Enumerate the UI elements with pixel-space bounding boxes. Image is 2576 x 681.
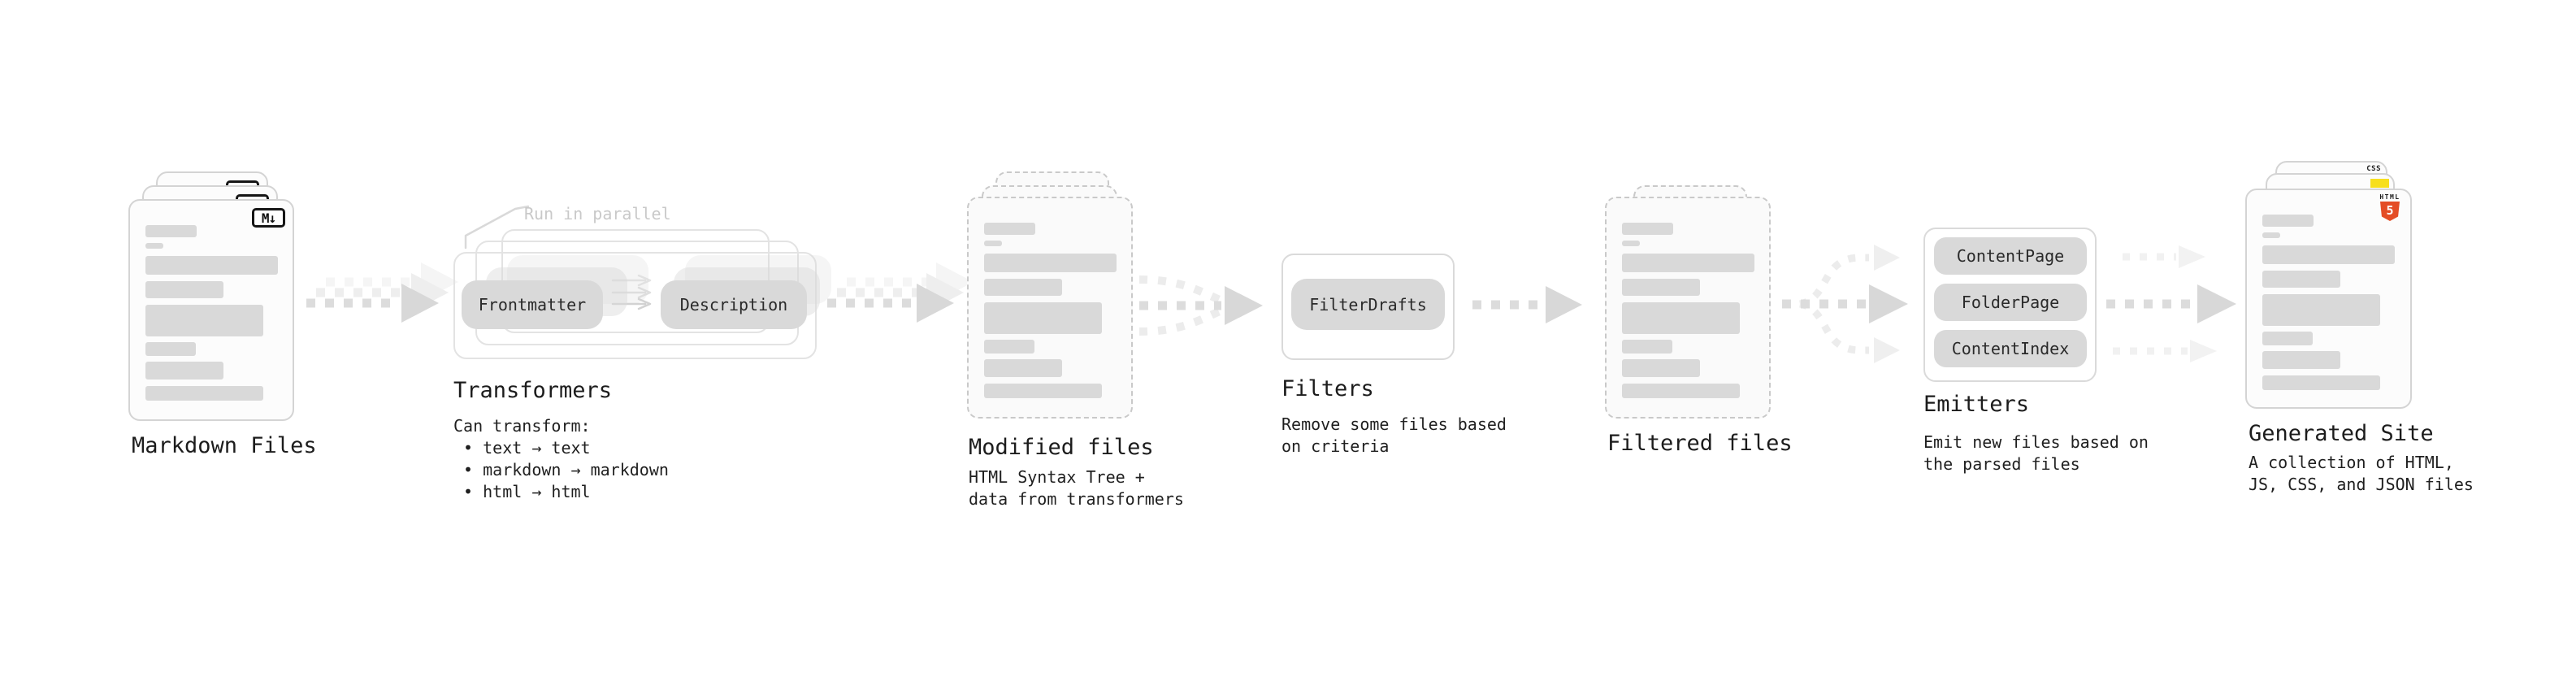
contentpage-pill: ContentPage xyxy=(1934,237,2087,275)
run-in-parallel-note: Run in parallel xyxy=(524,204,671,223)
stage-title-filters: Filters xyxy=(1281,376,1374,401)
placeholder-text-bar xyxy=(2262,245,2395,264)
generated-html-file-card: HTML 5 xyxy=(2245,189,2412,409)
placeholder-text-bar xyxy=(2262,215,2314,227)
arrow-emitters-to-generated xyxy=(2106,245,2236,362)
stage-title-markdown-files: Markdown Files xyxy=(132,433,317,458)
placeholder-text-bar xyxy=(1622,302,1740,334)
placeholder-text-bar xyxy=(145,281,223,298)
arrow-modified-to-filters xyxy=(1138,275,1263,336)
placeholder-text-bar xyxy=(984,241,1002,246)
markdown-file-card-front: M↓ xyxy=(128,199,294,421)
placeholder-text-bar xyxy=(2262,294,2380,326)
stage-title-generated-site: Generated Site xyxy=(2249,421,2434,446)
arrow-markdown-to-transformers xyxy=(306,262,458,323)
placeholder-text-bar xyxy=(2262,351,2340,369)
placeholder-text-bar xyxy=(1622,279,1700,296)
placeholder-text-bar xyxy=(1622,241,1640,246)
placeholder-text-bar xyxy=(984,384,1102,398)
placeholder-text-bar xyxy=(984,302,1102,334)
filters-description: Remove some files based on criteria xyxy=(1281,414,1507,456)
folderpage-pill: FolderPage xyxy=(1934,284,2087,321)
js-badge-icon xyxy=(2370,179,2389,188)
description-pill: Description xyxy=(661,280,807,329)
placeholder-text-bar xyxy=(1622,223,1673,235)
run-in-parallel-leader-line xyxy=(464,205,530,249)
placeholder-text-bar xyxy=(984,254,1117,272)
stage-title-transformers: Transformers xyxy=(453,378,613,403)
placeholder-text-bar xyxy=(2262,232,2280,238)
placeholder-text-bar xyxy=(1622,384,1740,398)
placeholder-text-bar xyxy=(2262,332,2313,345)
arrow-filters-to-filtered xyxy=(1472,286,1582,323)
stage-title-filtered-files: Filtered files xyxy=(1607,431,1793,456)
placeholder-text-bar xyxy=(145,256,278,275)
placeholder-text-bar xyxy=(2262,271,2340,288)
placeholder-text-bar xyxy=(2262,375,2380,390)
html5-shield: 5 xyxy=(2380,202,2400,221)
modified-file-card-front xyxy=(967,197,1133,419)
placeholder-text-bar xyxy=(145,243,163,249)
arrow-frontmatter-to-description xyxy=(611,274,652,310)
generated-site-description: A collection of HTML, JS, CSS, and JSON … xyxy=(2249,453,2474,494)
contentindex-pill: ContentIndex xyxy=(1934,330,2087,367)
placeholder-text-bar xyxy=(984,359,1062,377)
placeholder-text-bar xyxy=(145,386,263,401)
placeholder-text-bar xyxy=(984,223,1035,235)
markdown-icon: M↓ xyxy=(252,208,285,228)
placeholder-text-bar xyxy=(145,362,223,380)
arrow-transformers-to-modified xyxy=(827,262,974,323)
transformers-description: Can transform: • text → text • markdown … xyxy=(453,416,669,501)
frontmatter-pill: Frontmatter xyxy=(462,280,603,329)
placeholder-text-bar xyxy=(145,225,197,237)
stage-title-modified-files: Modified files xyxy=(969,435,1154,460)
stage-title-emitters: Emitters xyxy=(1923,392,2030,417)
html5-word: HTML xyxy=(2379,193,2400,201)
placeholder-text-bar xyxy=(1622,340,1672,354)
transformer-box-front xyxy=(453,252,817,359)
placeholder-text-bar xyxy=(1622,359,1700,377)
modified-files-description: HTML Syntax Tree + data from transformer… xyxy=(969,467,1184,509)
emitters-description: Emit new files based on the parsed files xyxy=(1923,432,2149,474)
placeholder-text-bar xyxy=(145,342,196,356)
placeholder-text-bar xyxy=(1622,254,1754,272)
html5-icon: HTML 5 xyxy=(2378,193,2402,221)
filterdrafts-pill: FilterDrafts xyxy=(1291,279,1445,330)
placeholder-text-bar xyxy=(984,279,1062,296)
filtered-file-card-front xyxy=(1605,197,1771,419)
placeholder-text-bar xyxy=(145,305,263,336)
arrow-filtered-to-emitters xyxy=(1782,245,1908,363)
placeholder-text-bar xyxy=(984,340,1034,354)
